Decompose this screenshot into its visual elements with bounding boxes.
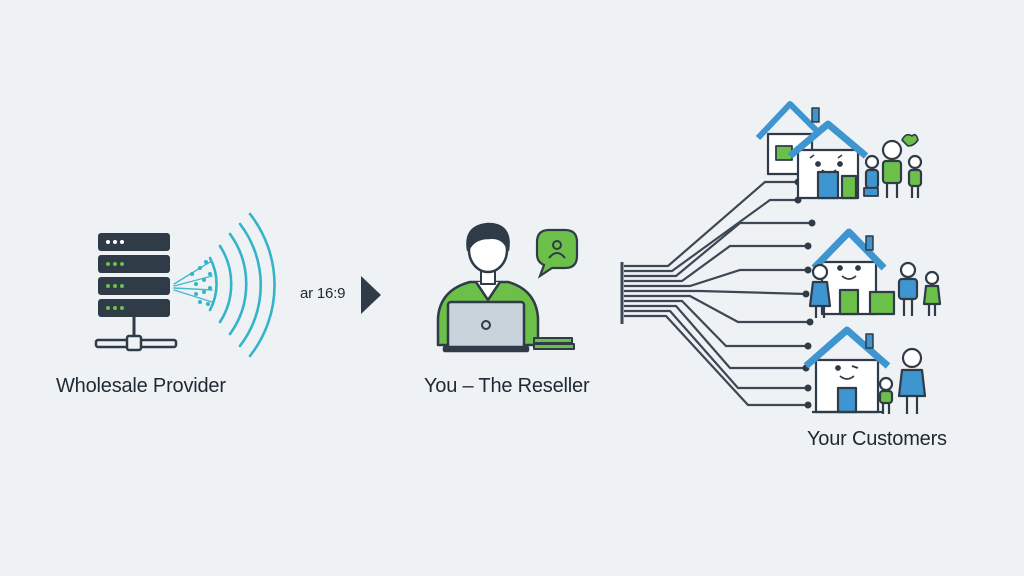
person-laptop-icon — [436, 222, 575, 353]
house-family-icon — [808, 228, 942, 318]
connection-lines — [620, 180, 812, 407]
signal-waves-icon — [173, 212, 276, 358]
house-family-icon — [803, 326, 927, 414]
chat-bubble-icon — [535, 228, 579, 279]
provider-label: Wholesale Provider — [56, 375, 226, 397]
reseller-label: You – The Reseller — [424, 375, 590, 397]
house-family-icon — [755, 101, 923, 200]
customers-label: Your Customers — [807, 428, 947, 450]
arrow-right-icon — [361, 276, 381, 314]
aspect-ratio-note: ar 16:9 — [300, 285, 346, 302]
server-icon — [94, 233, 178, 352]
